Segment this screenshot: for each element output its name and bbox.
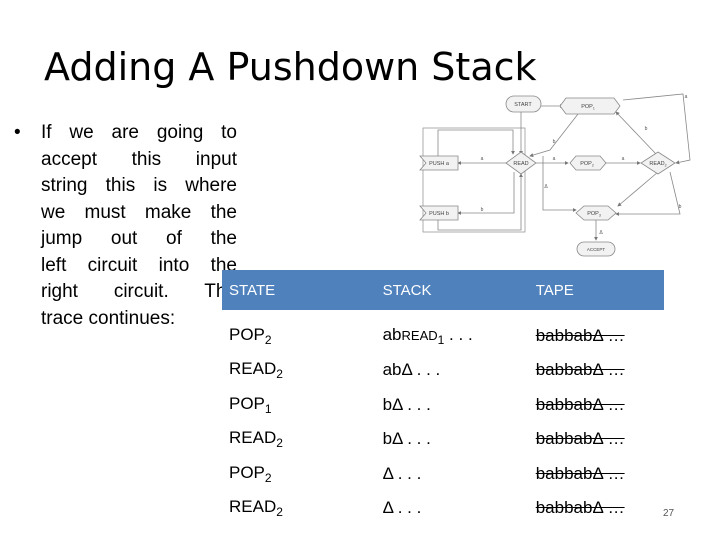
pop3-node xyxy=(575,205,617,221)
stack-cell: Δ . . . xyxy=(375,491,529,526)
state-cell: POP1 xyxy=(222,387,376,422)
edge-pusha-read xyxy=(437,129,515,156)
tape-cell: babbabΔ … xyxy=(528,353,664,388)
edge-read-pop3 xyxy=(542,156,577,212)
bullet-line: left circuit into the xyxy=(41,254,237,276)
table-row: POP2 Δ . . . babbabΔ … xyxy=(222,456,664,491)
tape-cell: babbabΔ … xyxy=(528,310,664,353)
push-a-node xyxy=(419,155,459,171)
table-row: READ2 Δ . . . babbabΔ … xyxy=(222,491,664,526)
state-cell: READ2 xyxy=(222,353,376,388)
read-node-label: READ xyxy=(513,161,528,167)
edge-top-return xyxy=(622,93,691,165)
read2-node xyxy=(640,151,676,175)
bullet-text: If we are going to accept this input str… xyxy=(41,120,237,332)
bullet-line: trace continues: xyxy=(41,307,176,329)
stack-cell: abREAD1 . . . xyxy=(375,310,529,353)
tape-cell: babbabΔ … xyxy=(528,491,664,526)
edge-label: b xyxy=(481,207,484,213)
table-row: POP2 abREAD1 . . . babbabΔ … xyxy=(222,310,664,353)
read-node xyxy=(505,151,537,175)
state-cell: POP2 xyxy=(222,456,376,491)
bullet-line: jump out of the xyxy=(41,228,237,249)
pop2-node xyxy=(569,155,607,171)
edge-label: Δ xyxy=(599,230,603,236)
column-header-state: STATE xyxy=(222,270,376,310)
stack-cell: bΔ . . . xyxy=(375,387,529,422)
state-cell: READ2 xyxy=(222,491,376,526)
state-cell: READ2 xyxy=(222,422,376,457)
left-circuit-box xyxy=(422,127,526,233)
edge-label: b xyxy=(645,126,648,132)
edge-label: b xyxy=(679,204,682,210)
state-cell: POP2 xyxy=(222,310,376,353)
edge-label: a xyxy=(622,156,625,162)
edge-pushb-read xyxy=(437,173,523,231)
page-number: 27 xyxy=(663,508,675,519)
table-header-row: STATE STACK TAPE xyxy=(222,270,664,310)
pop1-node-label: POP1 xyxy=(581,104,595,111)
edge-label: a xyxy=(481,156,484,162)
pda-diagram: START POP1 PUSH a READ POP2 READ2 PUSH b… xyxy=(419,93,691,257)
edge-label: a xyxy=(685,94,688,100)
tape-cell: babbabΔ … xyxy=(528,422,664,457)
pop1-node xyxy=(559,97,621,115)
edge-read2-return xyxy=(615,171,681,216)
edge-read2-pop3 xyxy=(617,171,659,207)
table-row: POP1 bΔ . . . babbabΔ … xyxy=(222,387,664,422)
accept-node xyxy=(576,241,616,257)
bullet-line: If we are going to xyxy=(41,122,237,143)
pop3-node-label: POP3 xyxy=(587,211,601,218)
edge-read-pushb xyxy=(457,172,515,215)
column-header-stack: STACK xyxy=(375,270,529,310)
trace-table: STATE STACK TAPE POP2 abREAD1 . . . babb… xyxy=(222,270,664,526)
bullet-line: we must make the xyxy=(41,201,237,223)
edge-label: a xyxy=(553,156,556,162)
stack-cell: abΔ . . . xyxy=(375,353,529,388)
push-b-node-label: PUSH b xyxy=(429,211,449,217)
stack-cell: Δ . . . xyxy=(375,456,529,491)
pop2-node-label: POP2 xyxy=(580,161,594,168)
edge-label: b xyxy=(553,139,556,145)
edge-label: Δ xyxy=(544,184,548,190)
bullet-marker: • xyxy=(14,122,21,143)
edge-read2-pop1 xyxy=(615,111,657,155)
start-node xyxy=(505,95,542,113)
push-a-node-label: PUSH a xyxy=(429,161,450,167)
push-b-node xyxy=(419,205,459,221)
bullet-line: right circuit. The xyxy=(41,281,237,302)
bullet-line: accept this input xyxy=(41,148,237,170)
accept-node-label: ACCEPT xyxy=(587,247,606,252)
column-header-tape: TAPE xyxy=(528,270,664,310)
tape-cell: babbabΔ … xyxy=(528,387,664,422)
table-row: READ2 abΔ . . . babbabΔ … xyxy=(222,353,664,388)
start-node-label: START xyxy=(514,102,532,108)
table-row: READ2 bΔ . . . babbabΔ … xyxy=(222,422,664,457)
tape-cell: babbabΔ … xyxy=(528,456,664,491)
bullet-line: string this is where xyxy=(41,175,237,196)
slide-title: Adding A Pushdown Stack xyxy=(44,45,537,89)
stack-cell: bΔ . . . xyxy=(375,422,529,457)
read2-node-label: READ2 xyxy=(649,161,666,168)
edge-pop1-read xyxy=(529,113,579,157)
